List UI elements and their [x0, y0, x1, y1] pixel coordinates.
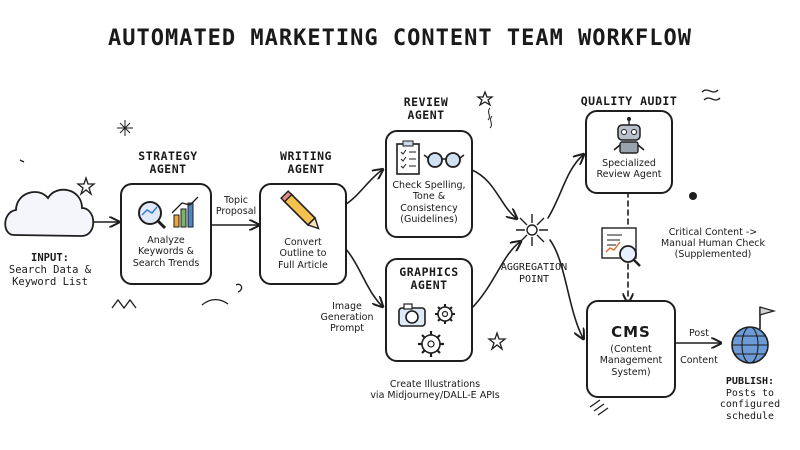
squiggle-icon: [235, 283, 243, 293]
review-agent-heading: REVIEW AGENT: [403, 95, 449, 123]
decorative-doodles: [19, 89, 721, 416]
human-check-text: Critical Content -> Manual Human Check (…: [660, 227, 766, 260]
arrow-writing-to-review: [344, 170, 382, 206]
input-label: INPUT: Search Data & Keyword List: [0, 252, 100, 288]
dot-icon: [689, 192, 697, 200]
writing-agent-heading: WRITING AGENT: [280, 149, 332, 177]
robot-icon: [613, 117, 645, 154]
arrow-hub-to-quality: [547, 155, 583, 219]
writing-agent-text: Convert Outline to Full Article: [278, 237, 328, 271]
globe-flag-icon: [731, 306, 777, 364]
quality-audit-heading: QUALITY AUDIT: [580, 94, 678, 108]
star-icon: [487, 330, 507, 351]
input-text: Search Data & Keyword List: [8, 264, 92, 289]
squiggle-icon: [111, 298, 137, 310]
edge-label-illustrations: Create Illustrations via Midjourney/DALL…: [370, 379, 500, 401]
clipboard-glasses-icon: [396, 140, 465, 175]
edge-label-image-prompt: Image Generation Prompt: [320, 301, 374, 334]
star-icon: [476, 90, 494, 107]
publish-text: Posts to configured schedule: [719, 387, 781, 422]
publish-label: PUBLISH: Posts to configured schedule: [700, 376, 800, 422]
strategy-agent-text: Analyze Keywords & Search Trends: [132, 235, 200, 269]
edge-label-topic-proposal: Topic Proposal: [215, 195, 257, 217]
publish-heading: PUBLISH:: [725, 376, 775, 387]
input-heading: INPUT:: [31, 252, 69, 264]
pencil-icon: [280, 190, 320, 230]
aggregation-point-label: AGGREGATION POINT: [500, 262, 568, 285]
arrow-graphics-to-hub: [469, 242, 520, 311]
graphics-agent-heading: GRAPHICS AGENT: [399, 265, 459, 293]
squiggle-icon: [201, 298, 229, 306]
edge-label-post: Post: [689, 328, 709, 339]
edge-label-content: Content: [680, 355, 718, 366]
hub-icon: [516, 214, 548, 246]
chart-magnifier-icon: [138, 196, 199, 230]
writing-agent-box: Convert Outline to Full Article: [259, 183, 347, 285]
squiggle-icon: [19, 159, 25, 163]
cms-text: (Content Management System): [599, 344, 663, 378]
cloud-icon: [4, 188, 95, 237]
camera-gears-icon: [398, 303, 455, 357]
arrow-hub-to-cms: [549, 239, 583, 338]
quality-audit-box: Specialized Review Agent: [585, 110, 673, 194]
strategy-agent-heading: STRATEGY AGENT: [138, 149, 198, 177]
quality-audit-text: Specialized Review Agent: [596, 158, 662, 181]
graphics-agent-box: GRAPHICS AGENT: [385, 258, 473, 362]
arrow-review-to-hub: [471, 169, 516, 218]
review-agent-text: Check Spelling, Tone & Consistency (Guid…: [392, 180, 466, 226]
cms-heading: CMS: [611, 323, 651, 341]
squiggle-icon: [589, 399, 609, 416]
arrow-writing-to-graphics: [344, 247, 382, 306]
report-magnifier-icon: [601, 227, 641, 267]
page-title: AUTOMATED MARKETING CONTENT TEAM WORKFLO…: [107, 26, 693, 51]
strategy-agent-box: Analyze Keywords & Search Trends: [120, 183, 212, 285]
squiggle-icon: [487, 107, 493, 129]
squiggle-icon: [701, 89, 721, 101]
sparkle-icon: [117, 120, 133, 136]
star-icon: [76, 175, 96, 196]
review-agent-box: Check Spelling, Tone & Consistency (Guid…: [385, 130, 473, 238]
cms-box: CMS (Content Management System): [586, 300, 676, 398]
